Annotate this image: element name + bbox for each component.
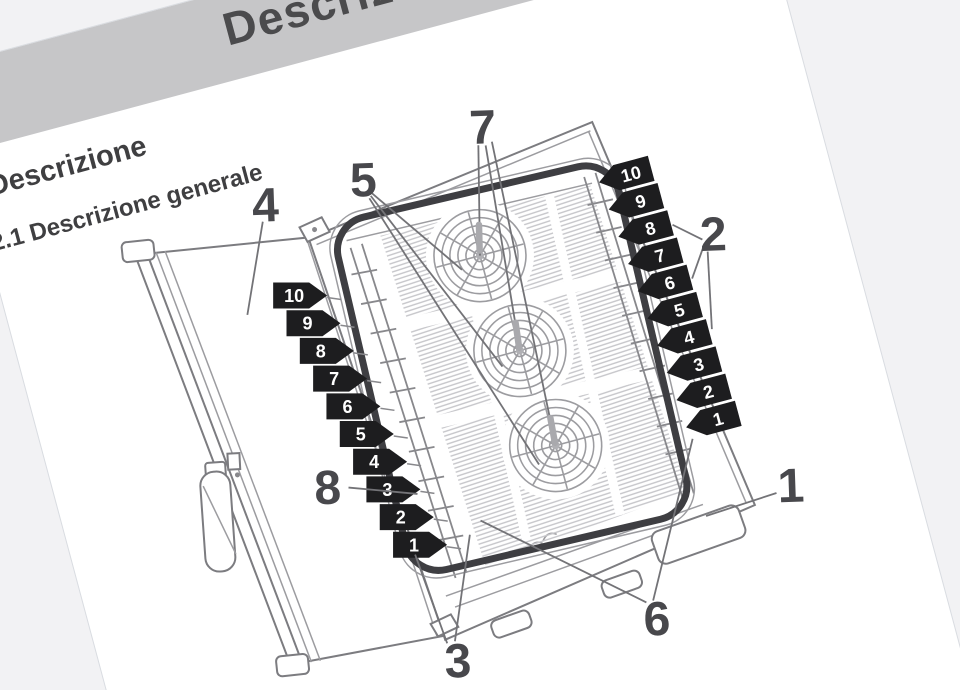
svg-text:1: 1 (409, 535, 419, 555)
leader-3-b (454, 534, 471, 642)
callout-3: 3 (444, 635, 473, 689)
callout-5: 5 (349, 154, 378, 208)
svg-text:7: 7 (653, 245, 668, 267)
base-vent (650, 504, 747, 565)
rack-tag-left-8: 8 (299, 337, 368, 364)
rack-tag-left-9: 9 (286, 310, 355, 337)
svg-text:1: 1 (711, 408, 726, 430)
rack-tag-left-4: 4 (353, 448, 422, 475)
svg-text:4: 4 (369, 452, 379, 472)
svg-text:2: 2 (701, 381, 716, 403)
svg-text:6: 6 (662, 272, 677, 294)
svg-text:8: 8 (316, 341, 326, 361)
leader-2-b (691, 245, 705, 279)
rack-tag-right-2: 2 (676, 373, 732, 409)
svg-text:8: 8 (643, 218, 658, 240)
foot-left (490, 609, 533, 639)
callout-2: 2 (699, 208, 728, 262)
leader-3-a (414, 554, 449, 644)
svg-text:6: 6 (643, 593, 672, 647)
rack-tag-left-5: 5 (339, 421, 408, 448)
rack-tag-left-1: 1 (393, 531, 462, 558)
leader-4 (246, 221, 264, 316)
oven-cavity (346, 172, 695, 579)
leader-5-top (371, 192, 463, 271)
leader-5-middle (370, 195, 504, 368)
rack-tag-left-2: 2 (379, 504, 448, 531)
rack-tag-right-9: 9 (608, 183, 665, 218)
hinge-top (298, 216, 332, 244)
rack-tag-right-10: 10 (599, 155, 655, 191)
svg-text:3: 3 (382, 480, 392, 500)
hinge-bottom (429, 613, 460, 638)
svg-text:9: 9 (302, 314, 312, 334)
callout-8: 8 (313, 461, 342, 515)
foot-right (600, 569, 644, 599)
leader-8 (348, 486, 418, 495)
rack-tag-right-7: 7 (628, 237, 684, 272)
door-handle (199, 460, 237, 573)
svg-text:2: 2 (699, 208, 728, 262)
svg-text:3: 3 (691, 354, 706, 376)
rack-tags-left: 10 9 8 7 6 5 4 3 2 1 (273, 282, 462, 558)
callout-6: 6 (643, 593, 672, 647)
svg-text:5: 5 (356, 425, 366, 445)
leader-1 (705, 492, 777, 517)
leader-6-a (480, 519, 647, 604)
rack-tag-right-6: 6 (637, 264, 694, 300)
svg-text:3: 3 (444, 635, 473, 689)
svg-text:5: 5 (672, 299, 687, 321)
callout-7: 7 (468, 101, 497, 155)
svg-text:1: 1 (777, 460, 806, 514)
callout-4: 4 (251, 179, 280, 233)
svg-text:5: 5 (349, 154, 378, 208)
svg-text:9: 9 (633, 191, 648, 213)
rack-rail-left (349, 243, 468, 579)
door-top-cap (120, 238, 156, 264)
leader-2-a (672, 223, 703, 241)
rack-tag-right-8: 8 (618, 210, 674, 245)
rack-tag-left-7: 7 (313, 365, 382, 392)
rack-tag-right-5: 5 (647, 291, 703, 327)
svg-text:7: 7 (329, 369, 339, 389)
svg-text:4: 4 (251, 179, 280, 233)
svg-text:10: 10 (284, 286, 304, 306)
svg-text:2: 2 (396, 508, 406, 528)
rack-tag-right-4: 4 (657, 319, 713, 354)
leader-5-bottom (368, 197, 540, 465)
rack-tag-right-1: 1 (686, 400, 742, 436)
svg-text:8: 8 (313, 461, 342, 515)
leader-2-c (706, 251, 713, 330)
svg-text:6: 6 (342, 397, 352, 417)
leader-7-bottom (490, 141, 557, 446)
rack-tag-left-3: 3 (366, 476, 435, 503)
door-bottom-cap (275, 652, 311, 678)
door-latch (226, 452, 242, 478)
callout-1: 1 (777, 460, 806, 514)
rack-tag-right-3: 3 (666, 346, 723, 381)
svg-text:4: 4 (682, 327, 697, 349)
svg-text:7: 7 (468, 101, 497, 155)
leader-6-b (652, 438, 694, 601)
leader-7-middle (484, 145, 521, 351)
leader-lines (246, 141, 777, 644)
rack-tag-left-6: 6 (326, 393, 395, 420)
rack-tags-right: 10 9 8 7 6 5 4 3 2 1 (599, 155, 742, 436)
rack-tag-left-10: 10 (273, 282, 342, 309)
